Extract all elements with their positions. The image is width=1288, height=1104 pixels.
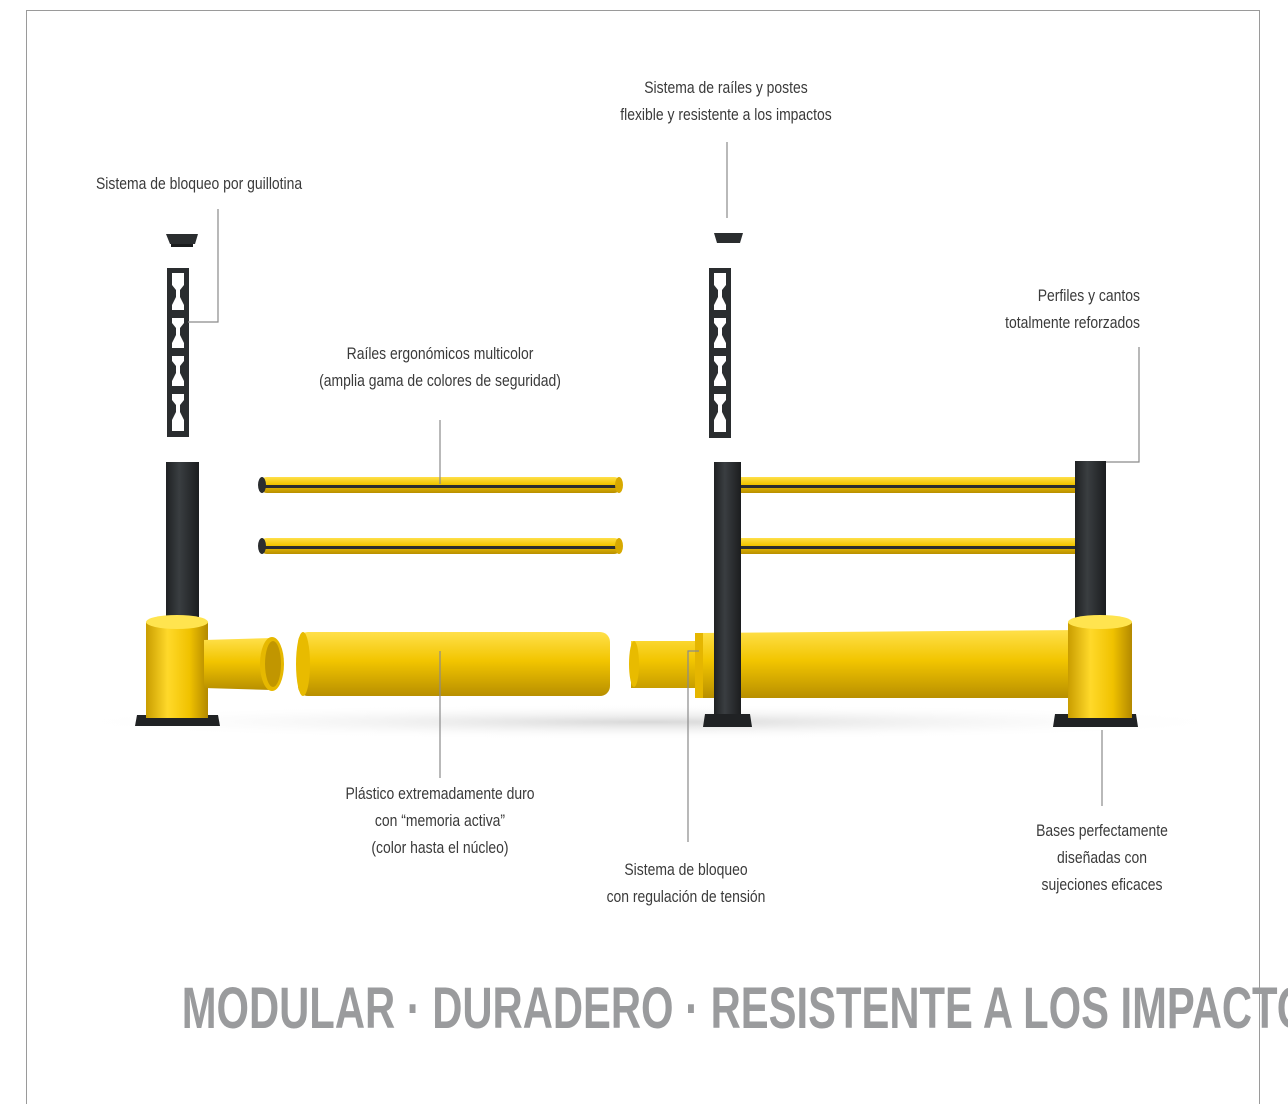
tagline: MODULAR · DURADERO · RESISTENTE A LOS IM… [181,976,1288,1041]
callout-tension-lock: Sistema de bloqueo con regulación de ten… [606,860,766,906]
center-post-cap [714,233,743,243]
right-barrier-assembly [629,233,1138,727]
callout-rail-system: Sistema de raíles y postes flexible y re… [620,78,832,124]
left-guillotine-insert [167,268,189,437]
leader-lines [188,142,1140,842]
center-post [714,462,741,720]
floating-rail-upper [258,477,623,493]
page-frame [26,10,1260,1104]
callout-profiles: Perfiles y cantos totalmente reforzados [1005,286,1140,332]
right-post [1075,461,1106,633]
leader-tension-lock [687,650,699,842]
left-post [166,462,199,632]
left-base [135,615,284,726]
callout-plastic: Plástico extremadamente duro con “memori… [345,784,535,857]
left-post-assembly [135,234,284,726]
leader-profiles [1106,347,1140,463]
callout-ergonomic-rails: Raíles ergonómicos multicolor (amplia ga… [319,344,561,390]
right-base [1053,615,1138,727]
floating-bottom-tube [296,632,610,696]
leader-guillotine [188,209,219,323]
floor-shadow [50,704,1250,740]
floating-rail-lower [258,538,623,554]
center-guillotine-insert [709,268,731,438]
callout-bases: Bases perfectamente diseñadas con sujeci… [1036,821,1168,894]
left-post-cap [166,234,198,244]
callout-guillotine: Sistema de bloqueo por guillotina [96,174,303,193]
